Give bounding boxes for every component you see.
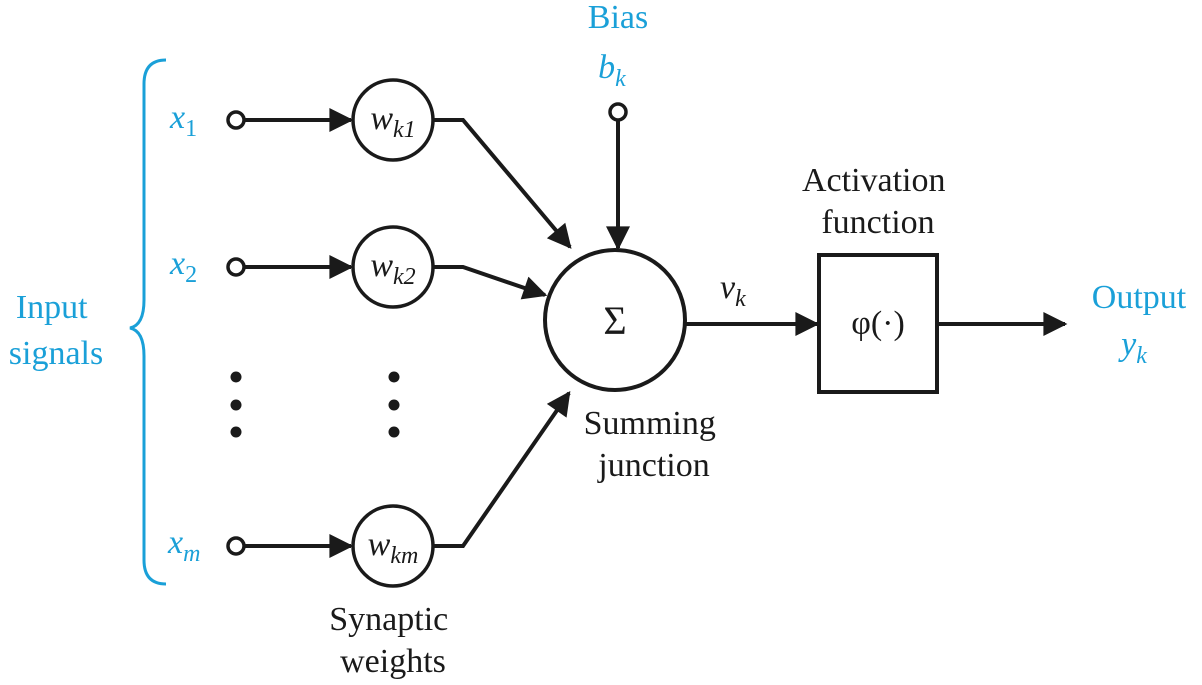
synaptic-weights-label: Synaptic weights: [329, 601, 456, 680]
summing-junction: Σ Summing junction: [543, 248, 725, 484]
weight-wkm-label: wkm: [368, 526, 419, 569]
bias-symbol: bk: [598, 49, 626, 92]
input-x2-label: x2: [169, 245, 197, 288]
induced-field-label: vk: [720, 269, 746, 312]
ellipsis-dot: [388, 426, 400, 438]
weight-wk1-label: wk1: [370, 100, 415, 143]
activation-function: Activation function φ(·): [802, 162, 1068, 394]
ellipsis-dot: [230, 399, 242, 411]
bias-terminal: [608, 102, 628, 122]
weight-wk2: wk2: [351, 225, 548, 309]
weight-wk1-to-sum-arrow: [433, 118, 572, 249]
weight-wk2-to-sum-arrow: [433, 265, 548, 300]
sigma-symbol: Σ: [603, 298, 626, 343]
ellipsis-dot: [388, 371, 400, 383]
ellipsis-dot: [388, 399, 400, 411]
input-x1: x1: [169, 99, 354, 142]
input-x1-label: x1: [169, 99, 197, 142]
ellipsis-dot: [230, 426, 242, 438]
weight-wk2-label: wk2: [370, 247, 415, 290]
ellipsis-dot: [230, 371, 242, 383]
weight-wk1: wk1: [351, 78, 572, 249]
bias: Bias bk: [588, 0, 648, 251]
induced-field: vk: [685, 269, 820, 336]
output: Output yk: [1092, 279, 1187, 369]
activation-function-label: Activation function: [802, 162, 954, 241]
input-ellipsis: [230, 371, 242, 438]
input-x1-terminal: [226, 110, 246, 130]
weight-wkm: wkm: [351, 391, 571, 588]
activation-function-symbol: φ(·): [851, 305, 905, 342]
output-label: Output: [1092, 279, 1187, 316]
input-xm-label: xm: [167, 524, 200, 567]
input-xm: xm: [167, 524, 354, 567]
input-x2: x2: [169, 245, 354, 288]
activation-function-box: [817, 253, 939, 394]
summing-junction-label: Summing junction: [584, 405, 725, 484]
weight-wkm-to-sum-arrow: [433, 391, 571, 548]
weight-ellipsis: [388, 371, 400, 438]
summing-junction-circle: [543, 248, 687, 392]
output-symbol: yk: [1118, 326, 1147, 369]
input-xm-terminal: [226, 536, 246, 556]
bias-label: Bias: [588, 0, 648, 36]
input-signals-label: Input signals: [9, 289, 103, 372]
input-brace: [129, 58, 167, 586]
input-x2-terminal: [226, 257, 246, 277]
